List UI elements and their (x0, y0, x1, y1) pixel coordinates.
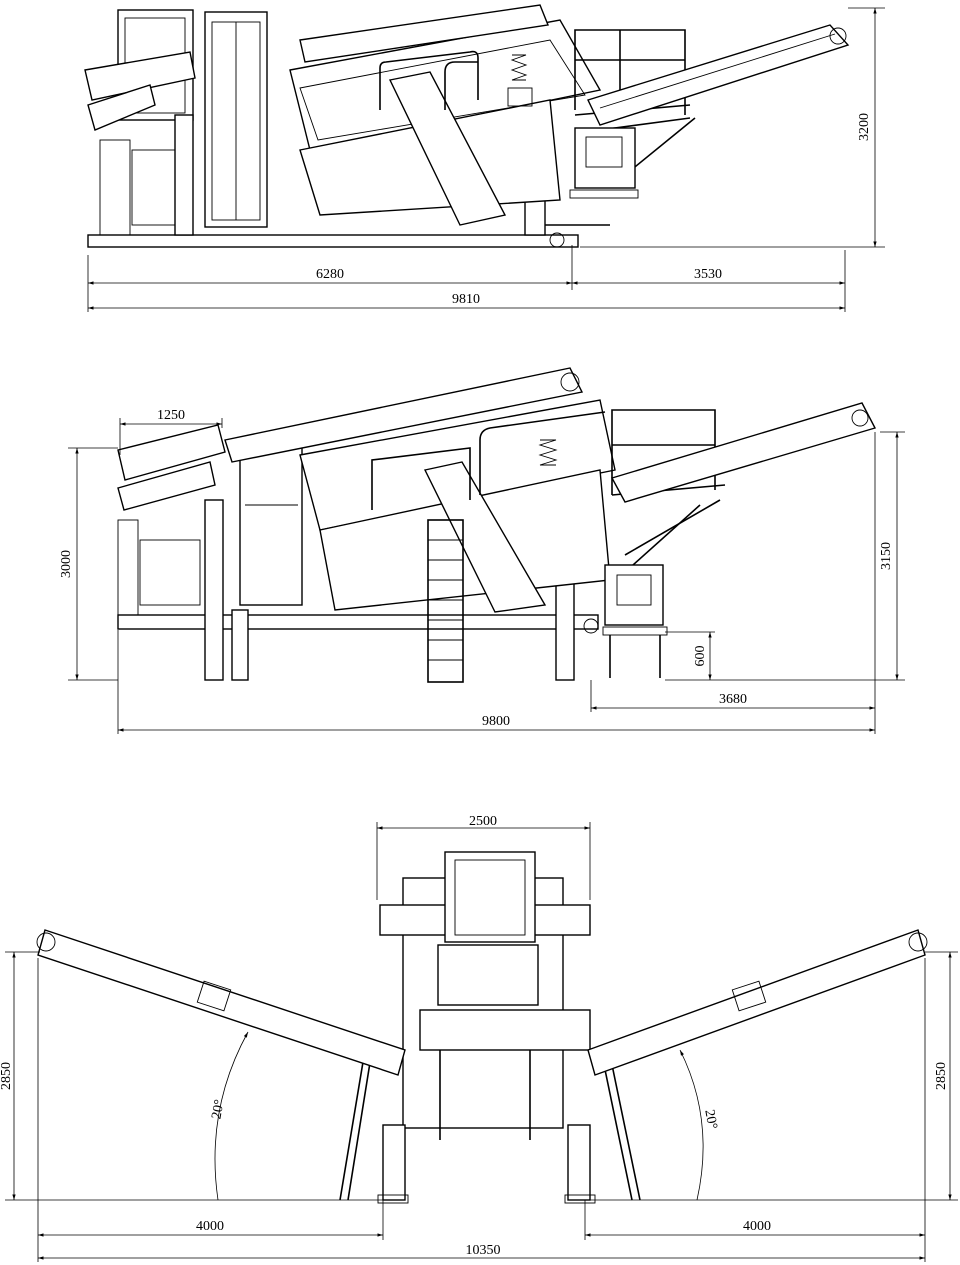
dim-overall-length-top: 9810 (452, 292, 480, 307)
middle-view (117, 367, 877, 683)
dim-feeder-length: 1250 (157, 408, 185, 423)
dim-angle-left: 20° (209, 1098, 227, 1120)
bottom-dimensions: 2500 2850 2850 20° 20° 4000 4000 10350 (0, 814, 958, 1262)
dim-overall-width: 10350 (466, 1243, 501, 1258)
dim-discharge-length: 3680 (719, 692, 747, 707)
dim-reach-right: 4000 (743, 1219, 771, 1234)
dim-height-left-middle: 3000 (59, 550, 74, 578)
top-dimensions: 6280 3530 9810 3200 (87, 7, 885, 312)
dim-height-top: 3200 (857, 113, 872, 141)
dim-section-right: 3530 (694, 267, 722, 282)
dim-height-right-middle: 3150 (879, 542, 894, 570)
dim-width: 2500 (469, 814, 497, 829)
dim-height-right-bottom: 2850 (934, 1062, 949, 1090)
dim-clearance: 600 (693, 646, 708, 667)
top-view (84, 4, 850, 248)
dim-height-left-bottom: 2850 (0, 1062, 14, 1090)
bottom-view (36, 851, 928, 1204)
dim-angle-right: 20° (701, 1108, 719, 1130)
dim-overall-length-middle: 9800 (482, 714, 510, 729)
dim-section-left: 6280 (316, 267, 344, 282)
middle-dimensions: 1250 3000 600 3680 9800 3150 (59, 408, 905, 734)
dim-reach-left: 4000 (196, 1219, 224, 1234)
